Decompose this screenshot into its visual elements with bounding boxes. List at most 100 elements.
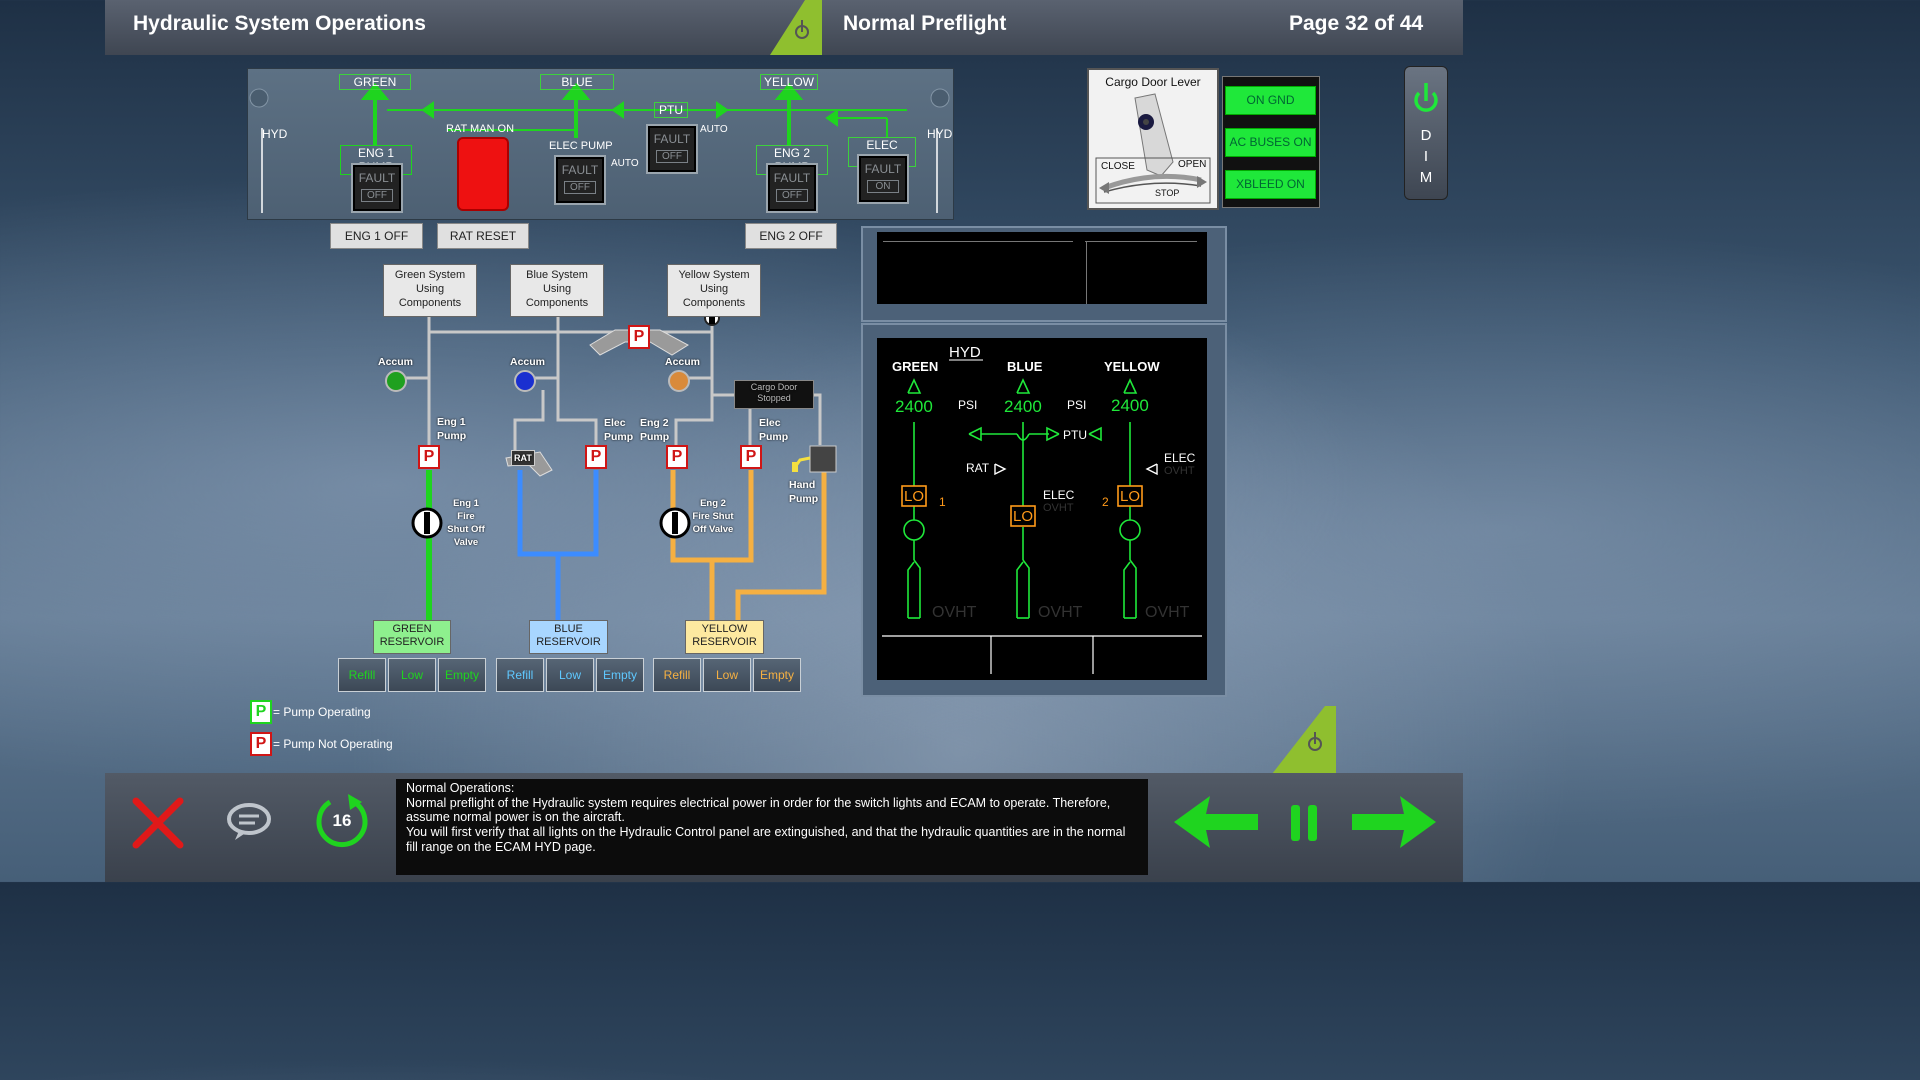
ptu-pump-indicator: P: [628, 325, 650, 349]
yellow-accum-label: Accum: [665, 356, 701, 368]
fault-light: FAULT: [773, 171, 811, 185]
replay-count: 16: [332, 811, 352, 830]
green-accum-label: Accum: [378, 356, 414, 368]
ac-buses-on-button[interactable]: AC BUSES ON: [1225, 128, 1316, 157]
off-light: OFF: [776, 189, 808, 202]
ecam-ovht-yellow-elec: OVHT: [1164, 465, 1195, 477]
pause-icon[interactable]: [1287, 802, 1321, 844]
elec-pump-sch-label: Elec Pump: [604, 417, 634, 443]
legend-operating-icon: P: [250, 700, 272, 724]
replay-icon: [316, 794, 368, 848]
ecam-yellow-lo: LO: [1120, 488, 1141, 505]
overhead-flow-lines: [249, 82, 950, 213]
cargo-door-title: Cargo Door Lever: [1105, 75, 1201, 89]
eng2-pump-switch[interactable]: FAULT OFF: [766, 163, 818, 213]
ecam-yellow-psi: 2400: [1111, 396, 1149, 415]
fault-light: FAULT: [358, 171, 396, 185]
cargo-door-lever-panel: Cargo Door Lever CLOSE OPEN STOP: [1087, 68, 1219, 210]
legend-not-operating-text: = Pump Not Operating: [273, 737, 393, 751]
blue-accum-label: Accum: [510, 356, 546, 368]
green-reservoir: GREEN RESERVOIR: [373, 620, 451, 654]
blue-low-button[interactable]: Low: [546, 658, 594, 692]
green-system-label: GREEN: [339, 74, 411, 90]
rat-man-on-guarded-switch[interactable]: [457, 137, 509, 211]
ecam-blue-lo: LO: [1013, 508, 1034, 525]
green-refill-button[interactable]: Refill: [338, 658, 386, 692]
page-indicator: Page 32 of 44: [1289, 12, 1424, 35]
blue-refill-button[interactable]: Refill: [496, 658, 544, 692]
header-bar: Hydraulic System Operations Normal Prefl…: [105, 0, 1463, 55]
chat-bubble-icon[interactable]: [225, 800, 273, 844]
yellow-low-button[interactable]: Low: [703, 658, 751, 692]
blue-system-label: BLUE: [540, 74, 614, 90]
eng2-pump-sch-label: Eng 2 Pump: [640, 417, 670, 443]
power-icon: [1414, 83, 1438, 112]
cargo-open-label: OPEN: [1178, 159, 1207, 170]
ptu-switch[interactable]: FAULT OFF: [646, 124, 698, 174]
page-title: Hydraulic System Operations: [133, 12, 426, 35]
dim-button[interactable]: DIM: [1404, 66, 1448, 200]
on-gnd-button[interactable]: ON GND: [1225, 86, 1316, 115]
ecam-page-title: HYD: [949, 344, 981, 361]
back-arrow-icon[interactable]: [1170, 790, 1262, 854]
elec-pump-yellow-switch[interactable]: FAULT ON: [857, 154, 909, 204]
yellow-reservoir: YELLOW RESERVOIR: [685, 620, 764, 654]
ecam-elec-blue-label: ELEC: [1043, 488, 1075, 502]
ecam-hyd-page: HYD GREEN BLUE YELLOW 2400 2400 2400 PSI…: [877, 338, 1207, 680]
ecam-blue-ovht: OVHT: [1038, 604, 1083, 621]
eng1-fire-valve-label: Eng 1 Fire Shut Off Valve: [447, 498, 485, 548]
hand-pump-label: Hand Pump: [789, 479, 819, 505]
fault-light: FAULT: [561, 163, 599, 177]
ecam-yellow-ovht: OVHT: [1145, 604, 1190, 621]
ecam-green-lo: LO: [904, 488, 925, 505]
hydraulic-schematic: [385, 310, 837, 620]
yellow-system-label: YELLOW: [760, 74, 818, 90]
elec-pump-blue-switch[interactable]: FAULT OFF: [554, 155, 606, 205]
replay-button[interactable]: 16: [312, 792, 372, 852]
rat-reset-button[interactable]: RAT RESET: [437, 223, 529, 249]
eng2-fire-valve-label: Eng 2 Fire Shut Off Valve: [692, 498, 734, 535]
blue-empty-button[interactable]: Empty: [596, 658, 644, 692]
fault-light: FAULT: [653, 132, 691, 146]
elec-pump-blue-label: ELEC PUMP: [549, 140, 613, 152]
ecam-green-label: GREEN: [892, 359, 939, 374]
yellow-empty-button[interactable]: Empty: [753, 658, 801, 692]
green-using-components: Green System Using Components: [383, 264, 477, 317]
narration-text-box: Normal Operations: Normal preflight of t…: [396, 779, 1148, 875]
xbleed-on-button[interactable]: XBLEED ON: [1225, 170, 1316, 199]
ecam-ovht-blue-elec: OVHT: [1043, 502, 1074, 514]
close-icon[interactable]: [130, 795, 186, 851]
cargo-door-status: Cargo Door Stopped: [734, 380, 814, 409]
ecam-psi-unit-right: PSI: [1067, 398, 1087, 412]
off-light: OFF: [656, 150, 688, 163]
forward-arrow-icon[interactable]: [1348, 790, 1440, 854]
elec-pump-y-sch-label: Elec Pump: [759, 417, 789, 443]
eng1-pump-sch-label: Eng 1 Pump: [437, 416, 467, 442]
eng1-pump-switch[interactable]: FAULT OFF: [351, 163, 403, 213]
ecam-psi-unit-left: PSI: [958, 398, 978, 412]
eng1-pump-indicator: P: [418, 445, 440, 469]
rat-man-on-label: RAT MAN ON: [446, 123, 515, 135]
dim-label: DIM: [1419, 127, 1433, 186]
legend-not-operating-icon: P: [250, 732, 272, 756]
ecam-blue-label: BLUE: [1007, 359, 1043, 374]
ecam-eng2-label: 2: [1102, 495, 1109, 509]
eng1-off-button[interactable]: ENG 1 OFF: [330, 223, 423, 249]
airline-tail-logo-small: [1272, 706, 1336, 774]
airline-tail-logo: [770, 0, 822, 55]
eng2-off-button[interactable]: ENG 2 OFF: [745, 223, 837, 249]
off-light: OFF: [564, 181, 596, 194]
green-empty-button[interactable]: Empty: [438, 658, 486, 692]
ecam-green-ovht: OVHT: [932, 604, 977, 621]
yellow-refill-button[interactable]: Refill: [653, 658, 701, 692]
green-low-button[interactable]: Low: [388, 658, 436, 692]
blue-reservoir: BLUE RESERVOIR: [529, 620, 608, 654]
upper-ecam-screen: [877, 232, 1207, 304]
legend-operating-text: = Pump Operating: [273, 705, 371, 719]
mode-title: Normal Preflight: [843, 12, 1007, 35]
off-light: OFF: [361, 189, 393, 202]
yellow-elec-pump-indicator: P: [740, 445, 762, 469]
on-light: ON: [867, 180, 899, 193]
ecam-ptu-label: PTU: [1063, 428, 1087, 442]
cargo-door-lever[interactable]: [1089, 70, 1217, 208]
